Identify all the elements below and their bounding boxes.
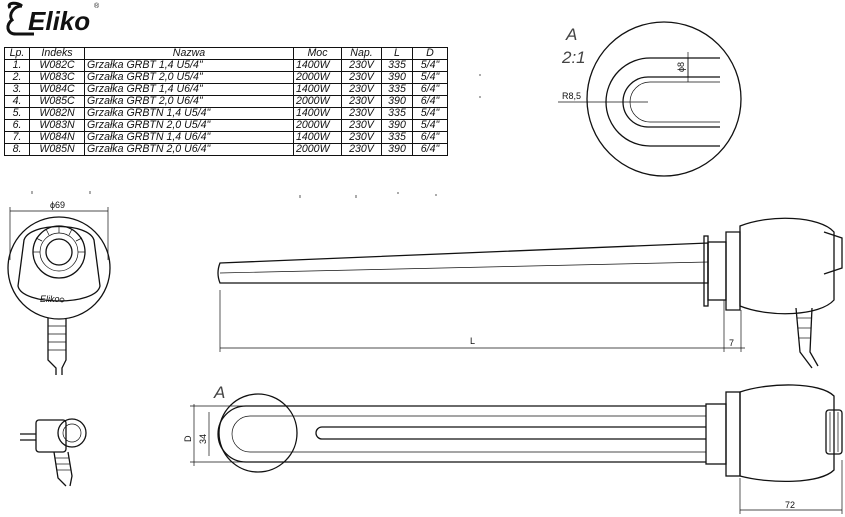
detail-diameter: ϕ8 — [676, 62, 686, 72]
cell-d: 6/4" — [412, 143, 448, 156]
front-logo: Eliko — [40, 294, 60, 304]
registered-mark: ® — [94, 2, 100, 10]
detail-a-view: A 2:1 R8,5 ϕ8 — [558, 21, 742, 177]
bottom-view: A D 34 72 — [183, 383, 843, 514]
side-view: L 7 — [217, 217, 843, 369]
detail-a-label: A — [565, 25, 577, 44]
cell-d: 5/4" — [412, 119, 448, 132]
plug-view — [20, 418, 87, 487]
detail-scale: 2:1 — [561, 48, 586, 67]
bottom-width: 34 — [198, 434, 208, 444]
bottom-head: 72 — [785, 500, 795, 510]
logo-text: Eliko — [28, 6, 90, 36]
cell-d: 5/4" — [412, 107, 448, 120]
detail-radius: R8,5 — [562, 91, 581, 101]
side-length: L — [470, 336, 475, 346]
eliko-logo: Eliko ® — [6, 1, 100, 36]
side-thread: 7 — [729, 338, 734, 348]
front-diameter: ϕ69 — [50, 200, 65, 210]
bottom-d-label: D — [183, 435, 193, 442]
bottom-detail-label: A — [213, 383, 225, 402]
front-view: ϕ69 Eliko — [7, 200, 111, 375]
